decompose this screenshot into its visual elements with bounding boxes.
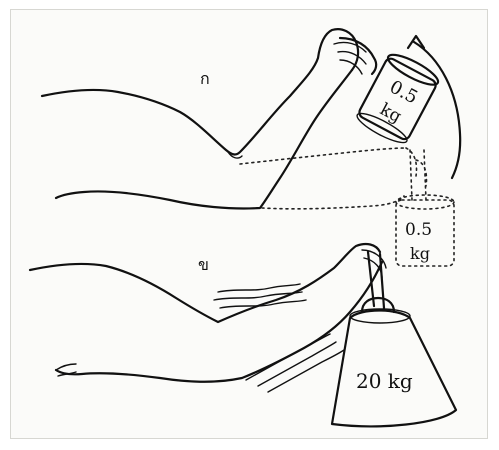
muscle-strain-lines-lower — [246, 334, 344, 392]
weight-a-unit: kg — [376, 99, 404, 127]
weight-a-cylinder: 0.5 kg — [354, 50, 441, 148]
weight-b-unit: kg — [410, 244, 430, 263]
panel-a-label: ก — [200, 69, 210, 88]
motion-arrow — [414, 42, 460, 178]
weight-c-cone: 20 kg — [332, 309, 456, 426]
ghost-arm-lower — [262, 196, 404, 209]
weight-b-number: 0.5 — [405, 220, 432, 240]
ghost-hand — [406, 148, 427, 186]
panel-b-label: ข — [198, 255, 209, 274]
ghost-arm-upper — [240, 148, 406, 164]
arm-a-upper-contour — [42, 29, 358, 154]
arm-a-fingers — [334, 42, 366, 74]
ghost-handle — [410, 150, 426, 200]
weight-a-ghost-cylinder: 0.5 kg — [396, 195, 454, 266]
weight-c-label: 20 kg — [356, 369, 413, 393]
